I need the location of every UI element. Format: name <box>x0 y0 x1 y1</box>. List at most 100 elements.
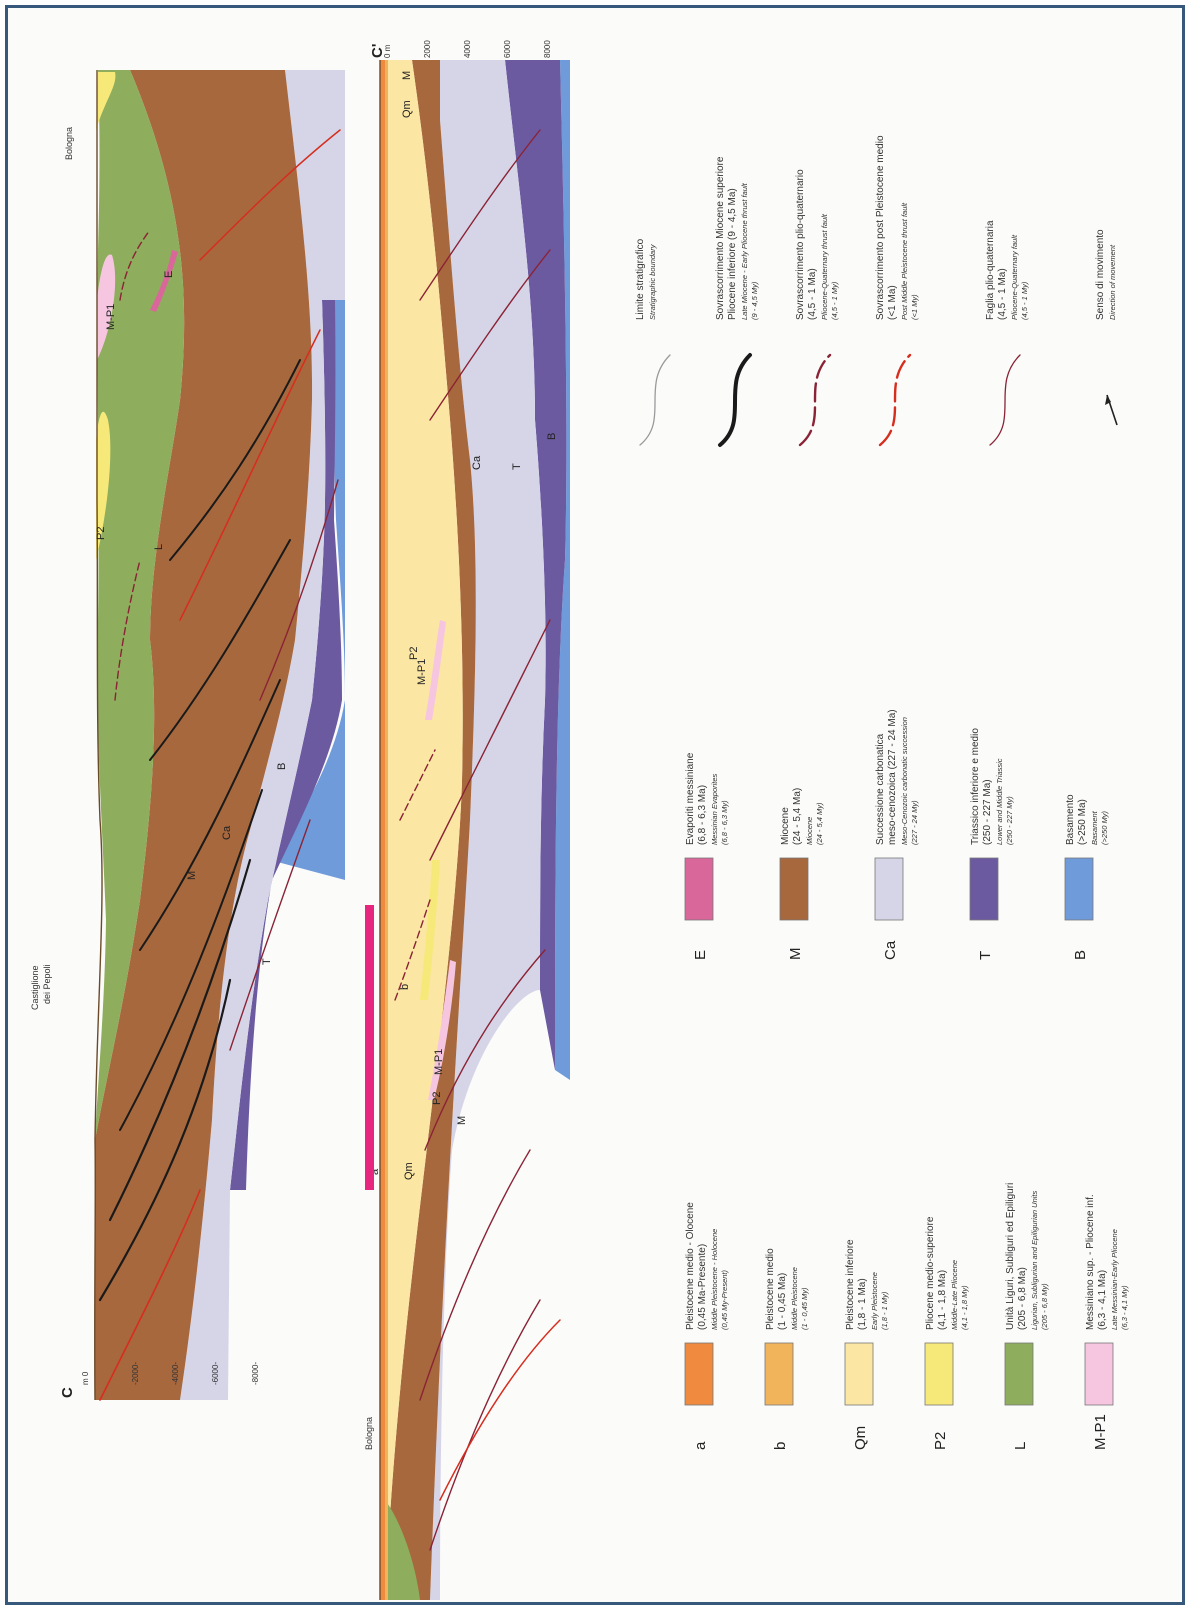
legend-english: Direction of movement <box>1108 244 1117 320</box>
legend-unit-item: L Unità Liguri, Subliguri ed Epiliguri (20… <box>1005 1183 1049 1450</box>
legend-title: Basamento <box>1065 794 1076 845</box>
place-label: Castiglione <box>30 965 40 1010</box>
legend-line-item: Faglia plio-quaternaria(4,5 - 1 Ma)Plioc… <box>985 220 1029 445</box>
svg-text:M: M <box>456 1116 468 1125</box>
legend-english-range: (4,5 - 1 My) <box>830 281 839 320</box>
legend-line-sample <box>990 355 1020 445</box>
legend-code: M-P1 <box>1092 1414 1109 1450</box>
legend-english: Pliocene-Quaternary fault <box>1010 234 1019 320</box>
legend-range: (250 - 227 Ma) <box>982 779 993 845</box>
svg-text:b: b <box>399 984 411 990</box>
legend-line-item: Sovrascorrimento post Pleistocene medio(… <box>875 135 919 445</box>
legend-code: b <box>772 1442 789 1450</box>
legend-swatch <box>1065 858 1093 920</box>
legend-english: Basament <box>1090 810 1099 845</box>
legend-swatch <box>780 858 808 920</box>
legend-title: Sovrascorrimento plio-quaternario <box>795 169 806 320</box>
legend-code: M <box>787 948 804 961</box>
legend-range: Pliocene inferiore (9 - 4,5 Ma) <box>727 188 738 320</box>
legend-range: (<1 Ma) <box>887 285 898 320</box>
svg-text:B: B <box>276 763 288 770</box>
legend-line-item: Senso di movimentoDirection of movement <box>1095 229 1117 425</box>
legend-title: Unità Liguri, Subliguri ed Epiliguri <box>1005 1183 1016 1330</box>
svg-text:Qm: Qm <box>401 100 413 118</box>
legend-line-sample <box>720 355 750 445</box>
legend-english: Messinian Evaporites <box>710 773 719 845</box>
legend-range: (4,1 - 1,8 Ma) <box>937 1270 948 1330</box>
legend-english: Stratigraphic boundary <box>648 243 657 320</box>
legend-code: Ca <box>882 940 899 960</box>
legend-code: E <box>692 950 709 960</box>
svg-text:B: B <box>546 433 558 440</box>
legend-unit-item: aPleistocene medio - Olocene(0,45 Ma-Pre… <box>685 1202 729 1450</box>
legend-swatch <box>970 858 998 920</box>
legend-english-range: (205 - 6,8 My) <box>1040 1283 1049 1330</box>
legend-swatch <box>875 858 903 920</box>
svg-text:8000: 8000 <box>543 40 552 58</box>
legend-code: L <box>1012 1442 1029 1450</box>
legend-code: Qm <box>852 1426 869 1450</box>
legend-line-sample <box>800 355 830 445</box>
svg-text:M-P1: M-P1 <box>433 1049 445 1075</box>
legend-english-range: (1 - 0,45 My) <box>800 1287 809 1330</box>
legend-english-range: (6,8 - 6,3 My) <box>720 800 729 845</box>
legend-swatch <box>685 1343 713 1405</box>
svg-text:-4000-: -4000- <box>171 1362 180 1385</box>
legend-unit-item: P2Pliocene medio-superiore(4,1 - 1,8 Ma)… <box>925 1216 969 1450</box>
lower-cross-section <box>380 60 570 1600</box>
legend-english: Pliocene-Quaternary thrust fault <box>820 213 829 320</box>
svg-text:4000: 4000 <box>463 40 472 58</box>
legend-english: Ligurian, Subligurian and Epiligurian Un… <box>1030 1190 1039 1330</box>
svg-text:6000: 6000 <box>503 40 512 58</box>
svg-text:-6000-: -6000- <box>211 1362 220 1385</box>
legend-title: Pliocene medio-superiore <box>925 1216 936 1330</box>
unit-b-strip-lower <box>385 60 388 1600</box>
svg-text:-8000-: -8000- <box>251 1362 260 1385</box>
legend-range: (24 - 5,4 Ma) <box>792 788 803 845</box>
scale-bar <box>365 905 374 1190</box>
legend-code: T <box>977 951 994 960</box>
legend-range: meso-cenozoica (227 - 24 Ma) <box>887 709 898 845</box>
legend-title: Miocene <box>780 807 791 845</box>
upper-cross-section <box>95 70 345 1400</box>
svg-text:P2: P2 <box>431 1092 443 1105</box>
legend-english: Meso-Cenozoic carbonatic succession <box>900 717 909 845</box>
legend-english-range: (<1 My) <box>910 294 919 320</box>
legend-english-range: (9 - 4,5 My) <box>750 281 759 320</box>
legend-title: Successione carbonatica <box>875 733 886 845</box>
legend-english: Miocene <box>805 817 814 845</box>
legend-swatch <box>845 1343 873 1405</box>
lower-depth-scale: 0 m 2000 4000 6000 8000 <box>383 40 552 58</box>
legend-english-range: (4,1 - 1,8 My) <box>960 1285 969 1330</box>
svg-text:E: E <box>163 271 175 278</box>
legend-english: Late Miocene - Early Pliocene thrust fau… <box>740 182 749 320</box>
legend-range: (6,3 - 4,1 Ma) <box>1097 1270 1108 1330</box>
legend-title: Sovrascorrimento Miocene superiore <box>715 156 726 320</box>
legend-swatch <box>1085 1343 1113 1405</box>
legend-english: Late Messinian-Early Pliocene <box>1110 1229 1119 1330</box>
svg-text:Ca: Ca <box>221 825 233 840</box>
legend-unit-item: Ca Successione carbonaticameso-cenozoica … <box>875 709 919 960</box>
legend-range: (4,5 - 1 Ma) <box>807 268 818 320</box>
place-label: Bologna <box>64 127 74 160</box>
legend-title: Limite stratigrafico <box>635 238 646 320</box>
svg-text:0 m: 0 m <box>383 44 392 58</box>
legend-english-range: (1,8 - 1 My) <box>880 1291 889 1330</box>
legend-code: B <box>1072 950 1089 960</box>
legend-english-range: (250 - 227 My) <box>1005 796 1014 845</box>
svg-text:T: T <box>261 958 273 965</box>
unit-a-lower <box>380 60 385 1600</box>
svg-text:P2: P2 <box>95 527 107 540</box>
svg-text:M: M <box>186 871 198 880</box>
legend-title: Evaporiti messiniane <box>685 752 696 845</box>
legend-title: Pleistocene medio <box>765 1248 776 1330</box>
legend-swatch <box>685 858 713 920</box>
